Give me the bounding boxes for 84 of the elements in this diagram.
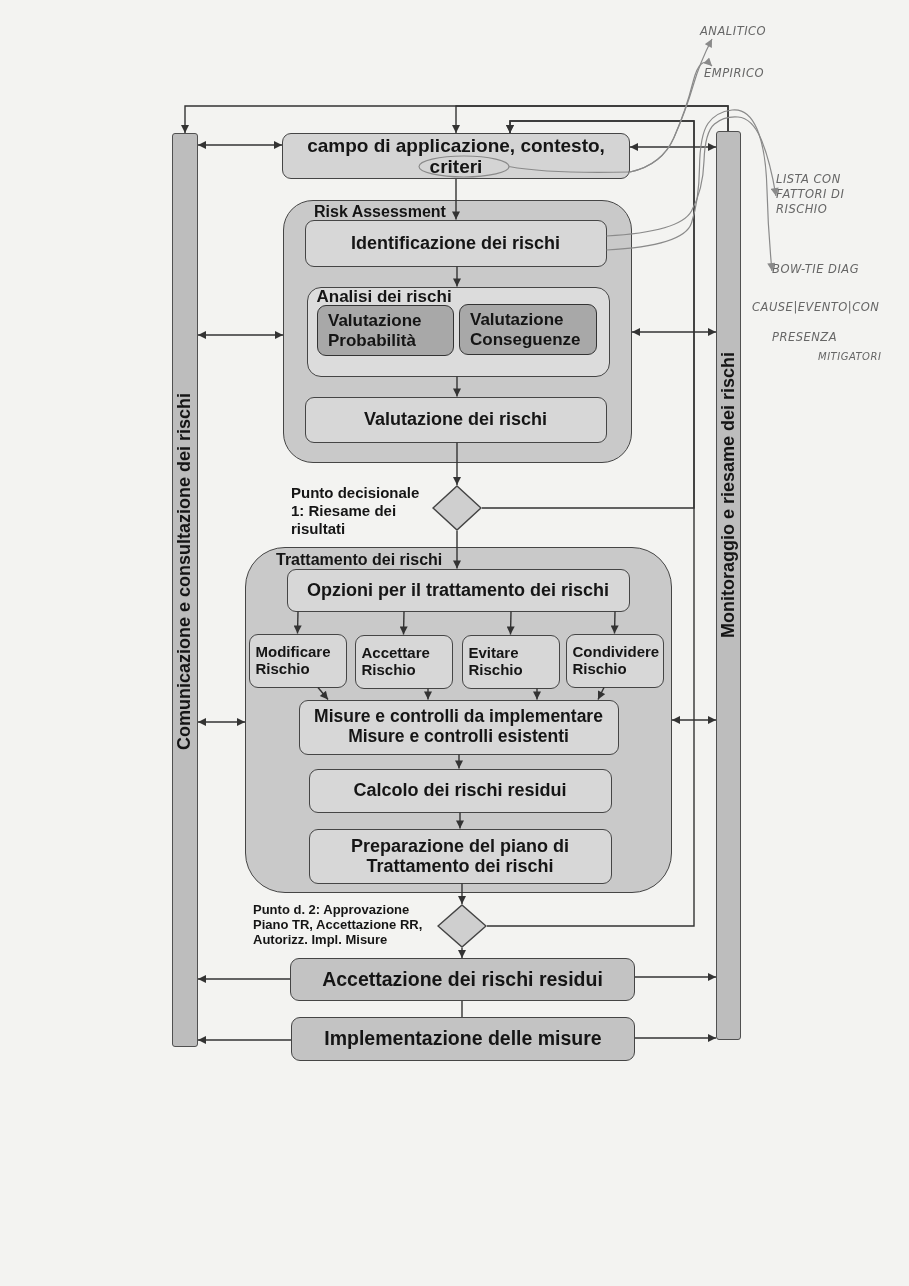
box-label: campo di applicazione, contesto, criteri	[306, 135, 606, 177]
panel-heading: Risk Assessment	[314, 203, 446, 220]
process-box	[282, 133, 630, 179]
bar-label: Comunicazione e consultazione dei rischi	[175, 393, 195, 751]
arrow	[453, 441, 461, 486]
arrow	[452, 105, 729, 134]
group-panel	[306, 286, 610, 377]
process-box	[565, 633, 664, 688]
group-panel	[283, 200, 632, 463]
arrow	[506, 610, 515, 636]
bar-label: Monitoraggio e riesame dei rischi	[718, 352, 739, 639]
box-label: Accettazione dei rischi residui	[322, 968, 603, 991]
box-label: Valutazione dei rischi	[363, 409, 548, 430]
side-bar	[716, 131, 741, 1040]
handwritten-arrow	[605, 109, 776, 272]
process-box	[286, 568, 630, 612]
arrow	[455, 753, 463, 770]
handwritten-note: LISTA CON FATTORI DI RISCHIO	[776, 172, 876, 217]
connector-line	[461, 1000, 463, 1018]
arrow	[634, 973, 717, 981]
double-arrow	[671, 716, 717, 724]
decision-caption: Punto d. 2: Approvazione Piano TR, Accettazione RR, Autorizz. Impl. Misure	[253, 902, 424, 947]
box-label: Misure e controlli da implementare	[314, 707, 603, 727]
process-box	[248, 633, 347, 688]
box-label: Calcolo dei rischi residui	[353, 780, 567, 801]
process-box	[291, 1017, 635, 1061]
arrow	[197, 975, 291, 983]
arrow	[453, 530, 461, 570]
box-label: Accettare Rischio	[361, 644, 431, 679]
group-panel	[245, 547, 672, 893]
process-box	[304, 396, 607, 443]
arrow	[424, 687, 432, 701]
arrow	[317, 686, 329, 701]
box-label: Valutazione Conseguenze	[470, 310, 582, 349]
arrow	[533, 687, 541, 701]
box-label: Misure e controlli esistenti	[348, 727, 569, 747]
arrow	[634, 1034, 717, 1042]
process-box	[290, 958, 635, 1001]
arrow	[456, 811, 464, 830]
arrow	[293, 610, 302, 635]
box-label: Implementazione delle misure	[324, 1028, 602, 1050]
panel-heading: Trattamento dei rischi	[276, 551, 443, 568]
box-label: Preparazione del piano di Trattamento dei rischi	[349, 835, 571, 877]
arrow	[197, 1036, 292, 1044]
side-bar	[172, 133, 198, 1047]
double-arrow	[629, 143, 717, 151]
box-label: Identificazione dei rischi	[350, 232, 561, 254]
process-box	[461, 634, 560, 689]
decision-diamond	[437, 904, 487, 948]
process-box	[308, 768, 612, 813]
process-box	[308, 828, 612, 884]
process-box	[304, 219, 607, 267]
arrow	[597, 686, 606, 701]
arrow	[399, 610, 408, 636]
process-box	[459, 304, 597, 355]
double-arrow	[197, 331, 284, 339]
arrow	[453, 375, 461, 398]
arrow	[452, 178, 460, 221]
double-arrow	[631, 328, 717, 336]
handwritten-note: PRESENZA	[772, 330, 838, 345]
handwritten-note: BOW-TIE DIAG	[772, 262, 860, 277]
arrow	[486, 120, 695, 927]
handwritten-note: MITIGATORI	[818, 350, 882, 364]
arrow	[458, 947, 466, 959]
process-box	[354, 634, 453, 689]
decision-caption: Punto decisionale 1: Riesame dei risultati	[291, 484, 421, 538]
handwritten-note: EMPIRICO	[704, 66, 764, 81]
box-label: Valutazione Probabilità	[328, 311, 423, 350]
box-label: Opzioni per il trattamento dei rischi	[306, 579, 609, 601]
decision-diamond	[432, 485, 482, 531]
box-label: Condividere Rischio	[572, 643, 660, 678]
arrow	[458, 882, 466, 905]
box-label: Evitare Rischio	[468, 644, 524, 679]
handwritten-note: CAUSE|EVENTO|CON	[752, 300, 880, 315]
handwritten-note: ANALITICO	[700, 24, 767, 39]
double-arrow	[197, 141, 283, 149]
process-box	[317, 305, 454, 356]
box-label: Modificare Rischio	[255, 643, 332, 678]
process-box	[298, 699, 619, 755]
arrow	[453, 265, 461, 288]
panel-heading: Analisi dei rischi	[316, 287, 452, 305]
handwritten-arrow	[605, 116, 779, 237]
arrow	[610, 610, 619, 635]
double-arrow	[197, 718, 246, 726]
